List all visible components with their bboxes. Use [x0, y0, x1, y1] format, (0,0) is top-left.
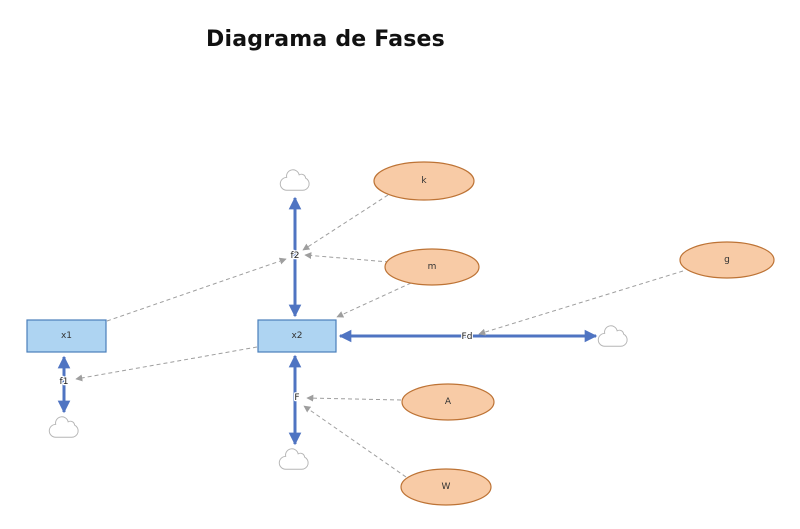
cloud-below-x1-cloud-icon	[48, 416, 79, 438]
flow-label-Fd: Fd	[462, 332, 473, 342]
aux-label-g: g	[724, 255, 730, 265]
cloud-right-of-x2-cloud-icon	[597, 325, 628, 347]
flow-label-F: F	[294, 393, 299, 403]
influence-link-A-to-F	[306, 394, 402, 402]
influence-link-x2-to-f1	[75, 346, 258, 382]
influence-links-layer	[75, 194, 684, 478]
influence-link-x1-to-f2	[106, 257, 287, 322]
cloud-below-x2-cloud-icon	[278, 448, 309, 470]
aux-g: g	[679, 241, 775, 279]
flow-label-f1: f1	[60, 377, 69, 387]
nodes-layer: x1 x2 k m gA W	[26, 161, 775, 506]
stock-x1: x1	[26, 319, 107, 353]
influence-link-m-to-x2	[336, 282, 412, 318]
stock-label-x1: x1	[61, 331, 72, 341]
flows-layer	[57, 196, 598, 446]
influence-link-W-to-F	[303, 405, 407, 478]
aux-label-W: W	[442, 482, 451, 492]
aux-k: k	[373, 161, 475, 201]
aux-W: W	[400, 468, 492, 506]
influence-link-m-to-f2	[304, 252, 390, 263]
stock-x2: x2	[257, 319, 337, 353]
stock-label-x2: x2	[291, 331, 302, 341]
aux-label-m: m	[428, 262, 437, 272]
aux-label-A: A	[445, 397, 452, 407]
influence-link-g-to-Fd	[478, 270, 684, 336]
flow-label-f2: f2	[291, 251, 300, 261]
influence-link-k-to-f2	[302, 194, 389, 251]
aux-m: m	[384, 248, 480, 286]
page-title: Diagrama de Fases	[206, 27, 445, 52]
aux-label-k: k	[421, 176, 427, 186]
aux-A: A	[401, 383, 495, 421]
cloud-above-x2-cloud-icon	[279, 169, 310, 191]
